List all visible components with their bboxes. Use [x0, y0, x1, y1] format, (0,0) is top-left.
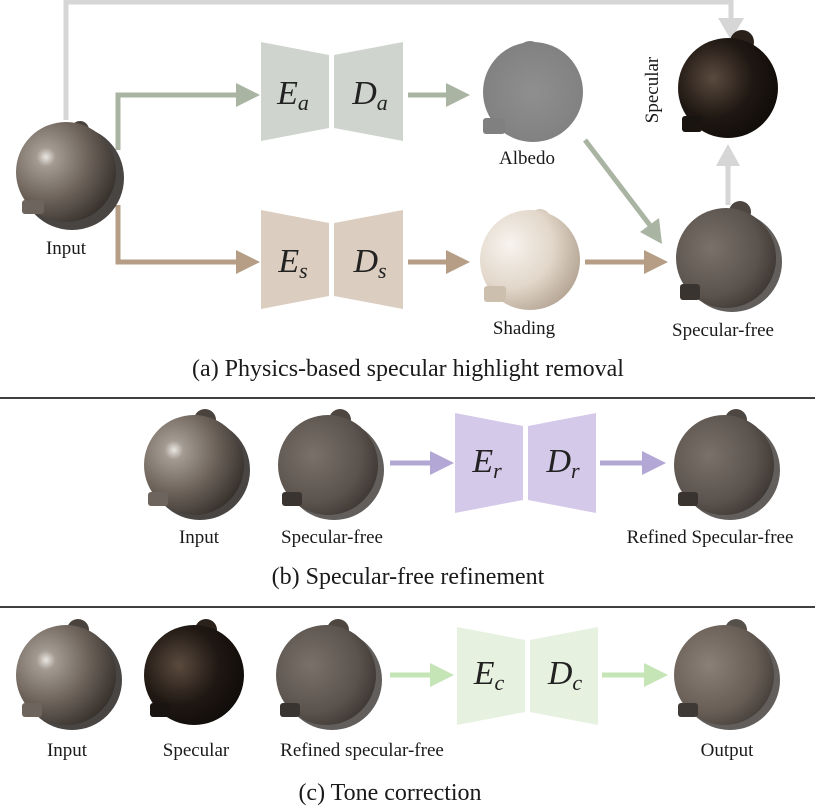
sphere-specular-c	[144, 619, 244, 725]
encoder-albedo-block	[261, 42, 329, 141]
sphere-input-b	[144, 409, 250, 520]
net-refine: Er Dr	[455, 413, 596, 513]
shading-path-line	[115, 205, 238, 265]
encoder-albedo-subscript: a	[298, 90, 309, 115]
input-label-a: Input	[46, 238, 87, 259]
panel-b: Er Dr Input Specular-free Refined Specul…	[144, 409, 793, 590]
albedo-to-free-arrowhead	[640, 218, 662, 244]
panel-a: Ea Da Es Ds	[16, 0, 782, 382]
albedo-path-arrowhead	[236, 83, 260, 107]
refine-in-arrowhead	[430, 451, 454, 475]
encoder-tone-subscript: c	[495, 670, 505, 695]
decoder-refine-subscript: r	[571, 458, 580, 483]
shading-path-arrowhead	[236, 250, 260, 274]
svg-text:Dc: Dc	[547, 655, 583, 695]
encoder-albedo-symbol: E	[276, 75, 298, 112]
encoder-refine-subscript: r	[493, 458, 502, 483]
caption-a: (a) Physics-based specular highlight rem…	[192, 356, 624, 382]
decoder-tone-symbol: D	[547, 655, 573, 692]
decoder-shading-symbol: D	[352, 243, 378, 280]
decoder-albedo-block	[334, 42, 403, 141]
sphere-input-a	[16, 121, 124, 230]
albedo-label: Albedo	[499, 148, 555, 169]
sphere-refined-b	[674, 409, 780, 520]
specular-label-a: Specular	[642, 56, 663, 123]
refined-specular-free-label-b: Refined Specular-free	[627, 527, 794, 548]
output-label-c: Output	[701, 740, 755, 761]
albedo-path-line	[115, 92, 238, 150]
shading-to-free-arrowhead	[644, 250, 668, 274]
encoder-shading-subscript: s	[299, 258, 308, 283]
encoder-tone-symbol: E	[473, 655, 495, 692]
sphere-input-c	[16, 619, 122, 730]
net-albedo: Ea Da	[261, 42, 403, 141]
specular-free-label-b: Specular-free	[281, 527, 383, 548]
sphere-refined-c	[276, 619, 382, 730]
caption-c: (c) Tone correction	[298, 780, 481, 806]
panel-c: Ec Dc Input Specular Refined specular-fr…	[16, 619, 780, 806]
sphere-specular-free-b	[278, 409, 384, 520]
free-to-specular-arrowhead	[716, 144, 740, 166]
encoder-refine-symbol: E	[471, 443, 493, 480]
tone-out-arrowhead	[644, 663, 668, 687]
svg-text:Ec: Ec	[473, 655, 505, 695]
specular-free-label-a: Specular-free	[672, 320, 774, 341]
albedo-to-free-line	[583, 138, 654, 230]
decoder-refine-block	[528, 413, 596, 513]
svg-text:Ds: Ds	[352, 243, 386, 283]
decoder-albedo-subscript: a	[377, 90, 388, 115]
encoder-refine-block	[455, 413, 523, 513]
input-label-c: Input	[47, 740, 88, 761]
sphere-output-c	[674, 619, 780, 730]
albedo-net-out-arrowhead	[446, 83, 470, 107]
input-to-specular-arrowhead	[718, 18, 744, 40]
decoder-refine-symbol: D	[545, 443, 571, 480]
svg-text:Dr: Dr	[545, 443, 580, 483]
decoder-tone-block	[530, 627, 598, 725]
svg-text:Er: Er	[471, 443, 502, 483]
encoder-shading-symbol: E	[277, 243, 299, 280]
caption-b: (b) Specular-free refinement	[272, 564, 545, 590]
net-tone: Ec Dc	[457, 627, 598, 725]
svg-text:Ea: Ea	[276, 75, 309, 115]
shading-label: Shading	[493, 318, 556, 339]
decoder-tone-subscript: c	[572, 670, 582, 695]
svg-text:Da: Da	[351, 75, 388, 115]
sphere-albedo	[483, 41, 583, 142]
encoder-shading-block	[261, 210, 329, 309]
encoder-tone-block	[457, 627, 525, 725]
decoder-shading-subscript: s	[378, 258, 387, 283]
input-label-b: Input	[179, 527, 220, 548]
input-to-specular-line	[63, 0, 734, 120]
shading-net-out-arrowhead	[446, 250, 470, 274]
decoder-albedo-symbol: D	[351, 75, 377, 112]
sphere-specular-free-a	[676, 201, 782, 312]
decoder-shading-block	[334, 210, 403, 309]
refine-out-arrowhead	[642, 451, 666, 475]
refined-specular-free-label-c: Refined specular-free	[280, 740, 444, 761]
net-shading: Es Ds	[261, 210, 403, 309]
sphere-specular-a	[678, 30, 778, 138]
tone-in-arrowhead	[430, 663, 454, 687]
sphere-shading	[480, 209, 580, 310]
svg-text:Es: Es	[277, 243, 307, 283]
specular-label-c: Specular	[163, 740, 230, 761]
